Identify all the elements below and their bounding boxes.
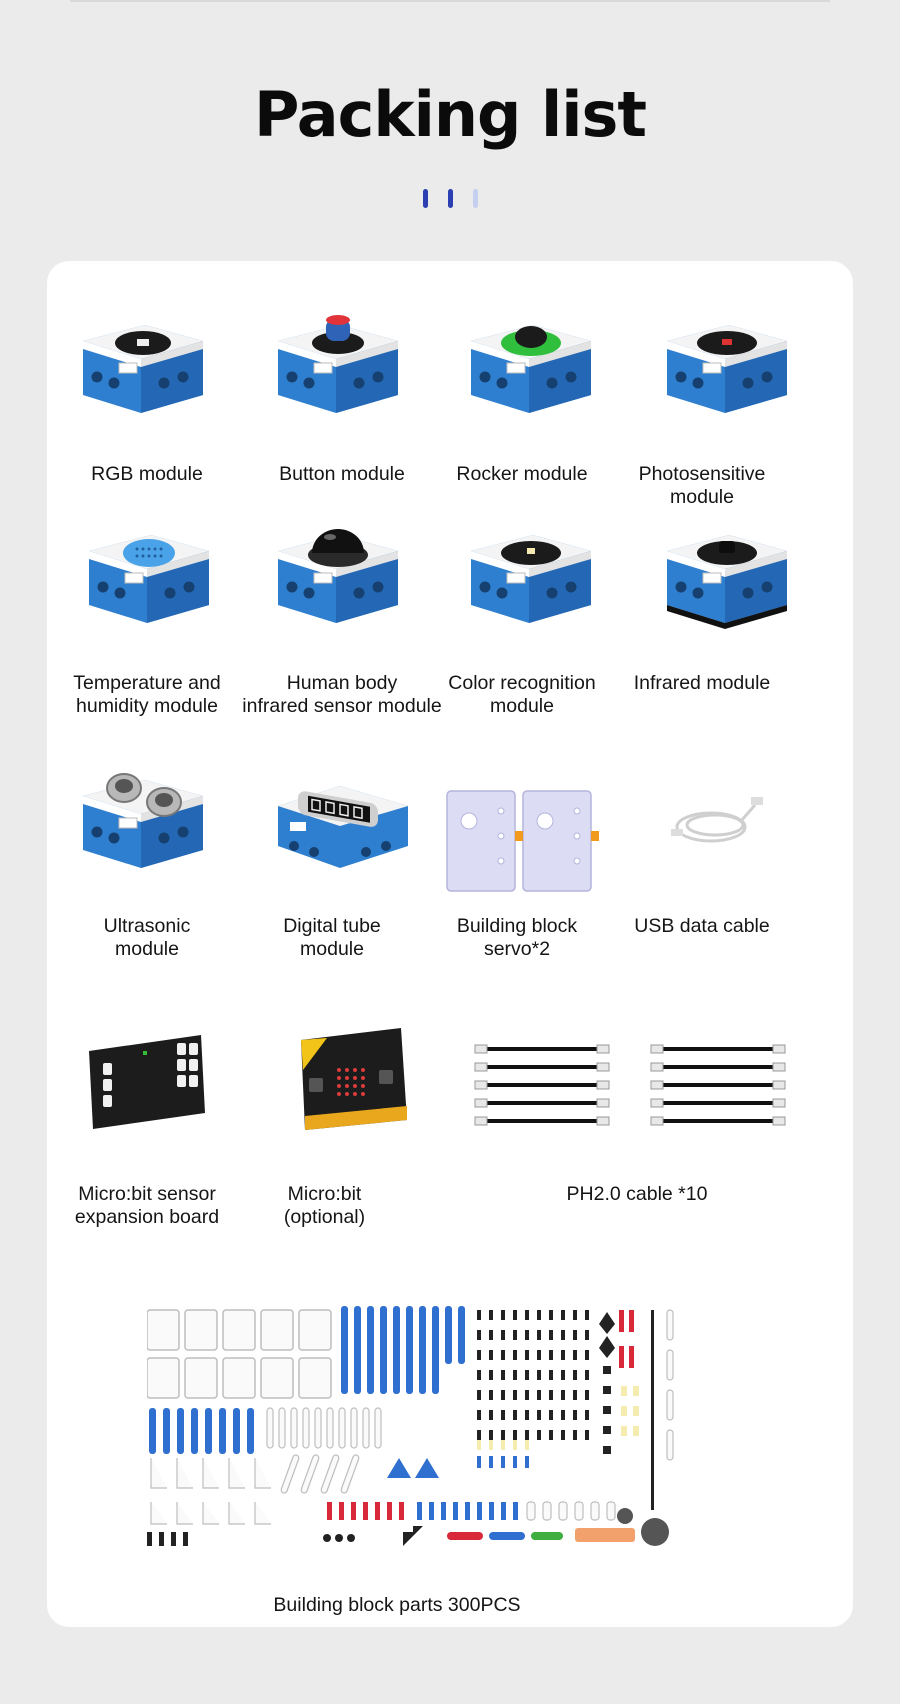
temperature-humidity-module-image xyxy=(85,521,215,631)
photosensitive-module-label-2: module xyxy=(670,486,734,508)
usb-cable-label: USB data cable xyxy=(634,915,770,937)
infrared-module-image xyxy=(663,521,793,631)
ultrasonic-module-label-2: module xyxy=(115,938,179,960)
page-title: Packing list xyxy=(254,78,647,151)
human-body-sensor-module-label-2: infrared sensor module xyxy=(242,695,442,717)
rocker-module-label: Rocker module xyxy=(456,463,588,485)
photosensitive-module-label-1: Photosensitive xyxy=(638,463,766,485)
building-block-servo-image xyxy=(439,781,609,896)
building-block-parts-label: Building block parts 300PCS xyxy=(273,1594,521,1616)
temperature-humidity-module-label-1: Temperature and xyxy=(73,672,221,694)
photosensitive-module-image xyxy=(663,311,793,421)
expansion-board-image xyxy=(83,1021,213,1136)
microbit-label-1: Micro:bit xyxy=(287,1183,362,1205)
rgb-module-image xyxy=(79,311,209,421)
digital-tube-module-label-1: Digital tube xyxy=(283,915,381,937)
usb-cable-image xyxy=(663,791,773,861)
building-block-servo-label-1: Building block xyxy=(456,915,578,937)
ph-cable-image xyxy=(467,1037,807,1137)
ph-cable-label: PH2.0 cable *10 xyxy=(566,1183,708,1205)
infrared-module-label: Infrared module xyxy=(633,672,771,694)
human-body-sensor-module-label-1: Human body xyxy=(286,672,398,694)
building-block-parts-image xyxy=(147,1306,777,1561)
color-recognition-module-image xyxy=(467,521,597,631)
top-divider xyxy=(70,0,830,2)
packing-list-card: RGB module Button module Rocker module P… xyxy=(47,261,853,1627)
microbit-image xyxy=(297,1026,412,1136)
digital-tube-module-image xyxy=(274,776,414,886)
rocker-module-image xyxy=(467,311,597,421)
title-decoration xyxy=(423,189,483,209)
ultrasonic-module-label-1: Ultrasonic xyxy=(103,915,191,937)
color-recognition-module-label-1: Color recognition xyxy=(448,672,596,694)
expansion-board-label-2: expansion board xyxy=(74,1206,220,1228)
color-recognition-module-label-2: module xyxy=(490,695,554,717)
building-block-servo-label-2: servo*2 xyxy=(483,938,551,960)
rgb-module-label: RGB module xyxy=(91,463,203,485)
ultrasonic-module-image xyxy=(79,766,209,876)
digital-tube-module-label-2: module xyxy=(300,938,364,960)
microbit-label-2: (optional) xyxy=(283,1206,366,1228)
button-module-image xyxy=(274,311,404,421)
expansion-board-label-1: Micro:bit sensor xyxy=(78,1183,216,1205)
temperature-humidity-module-label-2: humidity module xyxy=(76,695,218,717)
button-module-label: Button module xyxy=(279,463,405,485)
human-body-sensor-module-image xyxy=(274,521,404,631)
